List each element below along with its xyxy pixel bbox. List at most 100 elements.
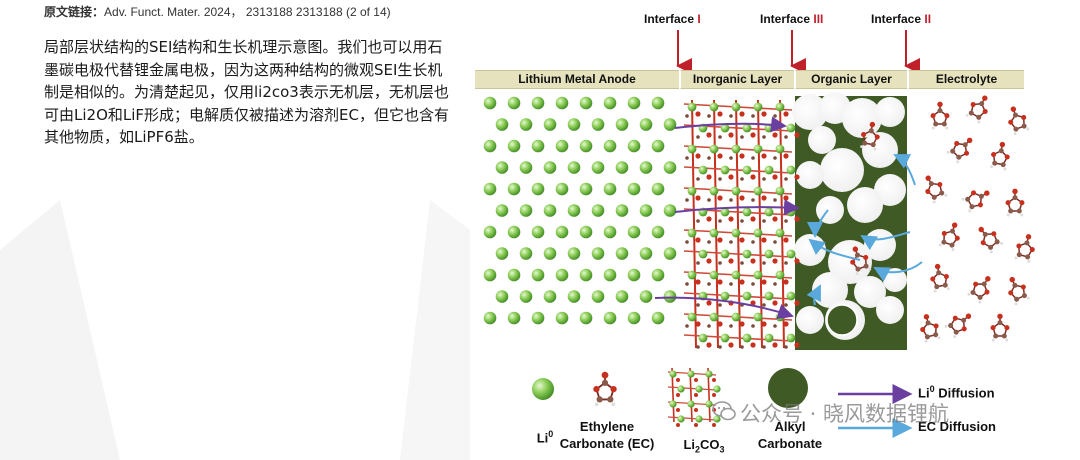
- lattice-o: [728, 216, 734, 222]
- li-atom: [495, 247, 509, 260]
- ec-molecule: [930, 101, 950, 130]
- lattice-c: [696, 261, 700, 265]
- li-atom: [627, 139, 641, 153]
- lattice-li: [775, 102, 785, 112]
- ec-molecule: [965, 95, 988, 124]
- lattice-o: [706, 174, 712, 180]
- li-atom: [627, 182, 641, 196]
- lattice-o: [717, 321, 723, 327]
- lattice-c: [773, 324, 777, 328]
- lattice-c: [696, 345, 700, 349]
- li-atom: [663, 290, 677, 303]
- li-atom: [507, 311, 521, 325]
- lattice-li: [753, 144, 763, 154]
- lattice-c: [729, 324, 733, 328]
- lattice-c: [707, 198, 711, 202]
- lattice-c: [773, 282, 777, 286]
- lattice-c: [762, 177, 766, 181]
- lattice-o: [772, 258, 778, 264]
- ec-molecule: [850, 246, 872, 276]
- li-diffusion-arrows: [654, 116, 800, 320]
- lattice-li: [786, 291, 796, 301]
- lattice-o: [706, 300, 712, 306]
- li-atom: [519, 204, 533, 217]
- lattice-li: [786, 207, 796, 217]
- lattice-o: [750, 216, 756, 222]
- ec-molecule: [1005, 188, 1025, 217]
- lattice-bond: [779, 99, 785, 349]
- citation-text: Adv. Funct. Mater. 2024， 2313188 2313188…: [104, 5, 391, 19]
- li-atom: [567, 290, 581, 303]
- organic-void: [864, 229, 896, 261]
- li-atom: [543, 118, 557, 131]
- lattice-o: [739, 237, 745, 243]
- lattice-li: [709, 228, 719, 238]
- legend-symbols: [532, 367, 913, 438]
- interface-1-label: Interface I: [644, 12, 701, 26]
- lattice-c: [685, 114, 689, 118]
- lattice-o: [783, 321, 789, 327]
- lattice-li: [786, 333, 796, 343]
- lattice-o: [761, 153, 767, 159]
- lattice-li: [775, 270, 785, 280]
- li-atom: [639, 204, 653, 217]
- lattice-o: [783, 195, 789, 201]
- legend-li-diff-a: Li: [918, 385, 930, 401]
- li-atom: [507, 96, 521, 110]
- lattice-c: [784, 261, 788, 265]
- li-atom: [519, 247, 533, 260]
- lattice-o: [739, 111, 745, 117]
- lattice-o: [695, 279, 701, 285]
- li-atom: [531, 225, 545, 239]
- organic-void: [796, 306, 824, 334]
- lattice-o: [750, 258, 756, 264]
- lattice-c: [718, 303, 722, 307]
- lattice-o: [739, 153, 745, 159]
- li-atom: [507, 225, 521, 239]
- lattice-li: [709, 186, 719, 196]
- lattice-li: [687, 144, 697, 154]
- li-atom: [591, 247, 605, 260]
- lattice-o: [695, 237, 701, 243]
- li-atom: [543, 161, 557, 174]
- lattice-o: [750, 174, 756, 180]
- lattice-o: [794, 258, 800, 264]
- li-atom: [555, 139, 569, 153]
- lattice-c: [740, 261, 744, 265]
- li-atom: [543, 247, 557, 260]
- lattice-li: [731, 312, 741, 322]
- lattice-c: [696, 219, 700, 223]
- lattice-li: [742, 249, 752, 259]
- ec-molecule: [925, 175, 948, 204]
- li-atom: [495, 118, 509, 131]
- li-atom: [507, 139, 521, 153]
- ec-molecule: [920, 314, 941, 343]
- li-atom: [555, 225, 569, 239]
- li-atom: [627, 96, 641, 110]
- lattice-li: [720, 333, 730, 343]
- li-atom: [651, 311, 665, 325]
- lattice-li: [709, 312, 719, 322]
- lattice-o: [728, 258, 734, 264]
- lattice-o: [706, 216, 712, 222]
- li2co3-lattice: [683, 99, 800, 349]
- lattice-o: [706, 258, 712, 264]
- li-atom: [603, 182, 617, 196]
- lattice-o: [772, 132, 778, 138]
- citation: 原文链接：Adv. Funct. Mater. 2024， 2313188 23…: [44, 3, 391, 20]
- lattice-o: [761, 195, 767, 201]
- lattice-li: [687, 312, 697, 322]
- lattice-li: [753, 186, 763, 196]
- lattice-o: [794, 300, 800, 306]
- lattice-o: [706, 342, 712, 348]
- lattice-c: [784, 303, 788, 307]
- legend-ec-diffusion-label: EC Diffusion: [918, 419, 996, 434]
- li-atom: [615, 204, 629, 217]
- citation-label: 原文链接：: [44, 5, 105, 19]
- lattice-li: [753, 228, 763, 238]
- li-atom: [531, 182, 545, 196]
- lattice-li: [764, 333, 774, 343]
- li-atom: [639, 247, 653, 260]
- lattice-li: [698, 249, 708, 259]
- lattice-o: [794, 342, 800, 348]
